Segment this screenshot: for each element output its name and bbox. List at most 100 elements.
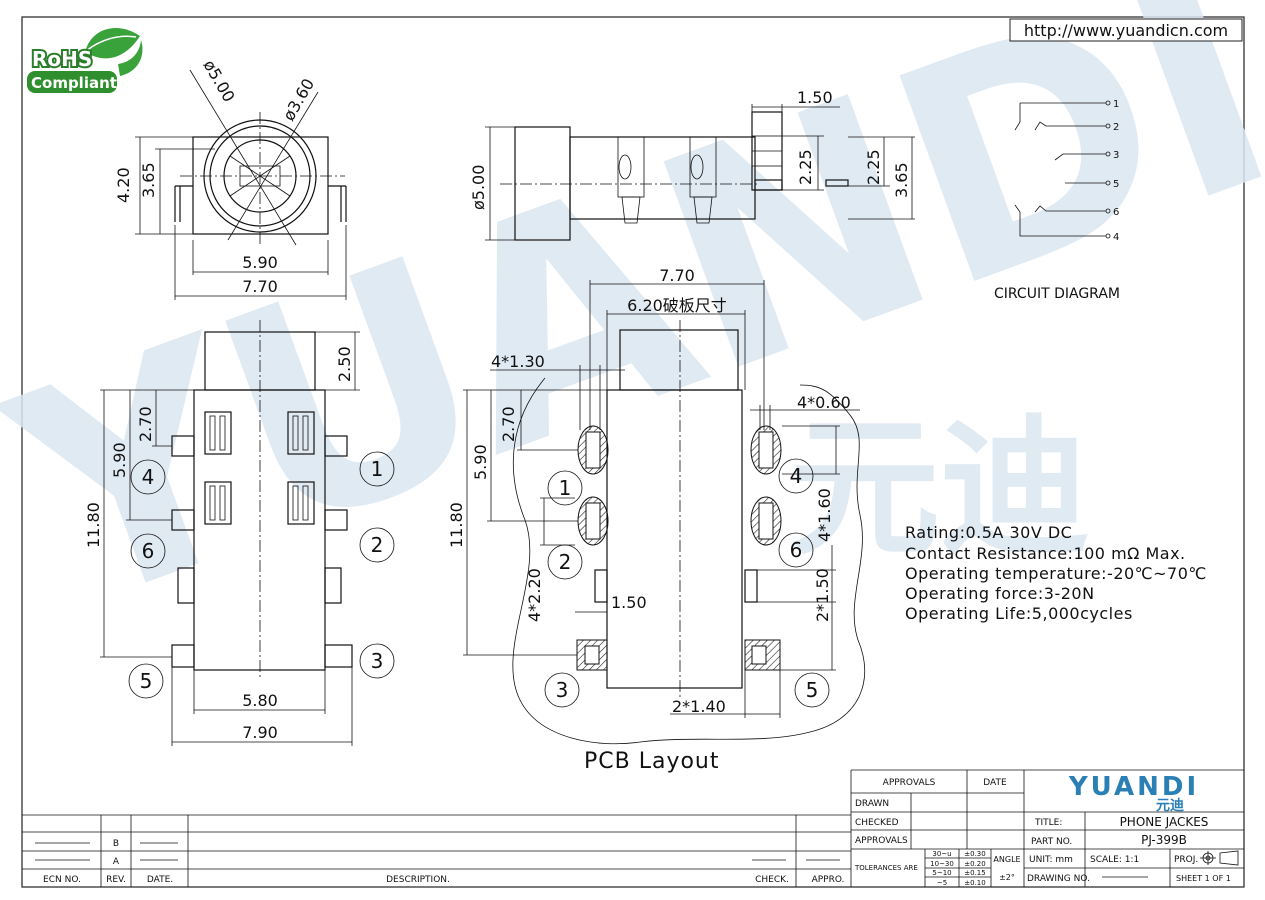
circuit-pin-3: 3 <box>1113 150 1119 161</box>
pcb-dim-11-80: 11.80 <box>447 502 466 548</box>
tb-tol-range-3: 5~10 <box>932 869 951 877</box>
pcb-dim-4x0-60: 4*0.60 <box>797 393 851 412</box>
circuit-pin-6: 6 <box>1113 207 1119 218</box>
pcb-dim-5-90: 5.90 <box>471 444 490 480</box>
tb-checked: CHECKED <box>855 818 899 828</box>
pcb-dim-7-70: 7.70 <box>659 266 695 285</box>
tb-tolerances: TOLERANCES ARE <box>854 864 918 872</box>
header-check: CHECK. <box>755 875 789 885</box>
tb-proj: PROJ. <box>1174 855 1198 865</box>
front-view <box>135 69 347 300</box>
dim-phi-5-00: ø5.00 <box>200 57 239 106</box>
pin-label-6: 6 <box>142 539 155 563</box>
header-appro: APPRO. <box>812 875 845 885</box>
revision-table <box>22 770 852 887</box>
pcb-pin-label-4: 4 <box>790 464 803 488</box>
pcb-dim-4x2-20: 4*2.20 <box>525 568 544 622</box>
tb-tol-range-1: 30~u <box>932 850 951 858</box>
dim-phi-5-00-side: ø5.00 <box>469 165 488 210</box>
dim-2-50: 2.50 <box>335 346 354 382</box>
pcb-layout <box>463 280 866 745</box>
dim-7-70: 7.70 <box>242 277 278 296</box>
pcb-pin-label-2: 2 <box>559 550 572 574</box>
rohs-leaf-icon <box>85 28 140 59</box>
tb-drawn: DRAWN <box>855 799 889 809</box>
header-date: DATE. <box>147 875 173 885</box>
side-view <box>485 104 915 241</box>
dim-3-65-side: 3.65 <box>892 162 911 198</box>
dim-5-90-bottom: 5.90 <box>110 442 129 478</box>
pcb-dim-4x1-60: 4*1.60 <box>815 488 834 542</box>
tb-drawing-no: DRAWING NO. <box>1027 874 1090 884</box>
spec-operating-life: Operating Life:5,000cycles <box>905 604 1133 623</box>
tb-part-value: PJ-399B <box>1141 833 1187 847</box>
url-box <box>1009 18 1243 42</box>
tb-tol-value-1: ±0.30 <box>964 850 985 858</box>
bottom-view <box>100 320 395 746</box>
header-rev: REV. <box>106 875 126 885</box>
url-text[interactable]: http://www.yuandicn.com <box>1024 21 1228 40</box>
rev-b: B <box>113 839 119 849</box>
projection-symbol-icon <box>1200 850 1239 866</box>
pcb-dim-6-20: 6.20破板尺寸 <box>627 296 727 315</box>
dim-11-80: 11.80 <box>84 502 103 548</box>
tb-part-key: PART NO. <box>1031 837 1072 847</box>
tb-sheet: SHEET 1 OF 1 <box>1176 874 1231 883</box>
tb-scale: SCALE: 1:1 <box>1090 855 1139 865</box>
pin-label-2: 2 <box>371 533 384 557</box>
tb-title-key: TITLE: <box>1034 818 1062 828</box>
dim-5-80: 5.80 <box>242 691 278 710</box>
rohs-logo: RoHS Compliant <box>27 28 143 93</box>
dim-4-20: 4.20 <box>114 167 133 203</box>
pcb-pin-label-3: 3 <box>556 678 569 702</box>
pcb-dim-2x1-40: 2*1.40 <box>672 697 726 716</box>
dim-7-90: 7.90 <box>242 723 278 742</box>
circuit-pin-1: 1 <box>1113 99 1119 110</box>
tb-tol-value-3: ±0.15 <box>964 869 985 877</box>
pin-label-5: 5 <box>140 669 153 693</box>
dim-2-25-b: 2.25 <box>864 149 883 185</box>
rohs-text: RoHS <box>32 47 92 71</box>
tb-angle: ANGLE <box>993 855 1020 864</box>
circuit-pin-2: 2 <box>1113 122 1119 133</box>
spec-operating-force: Operating force:3-20N <box>905 584 1095 603</box>
header-description: DESCRIPTION. <box>386 875 450 885</box>
pcb-dim-4x1-30: 4*1.30 <box>491 352 545 371</box>
circuit-diagram <box>1014 100 1111 239</box>
dim-5-90: 5.90 <box>242 253 278 272</box>
rohs-compliant-text: Compliant <box>31 74 117 92</box>
dim-1-50: 1.50 <box>797 88 833 107</box>
dim-3-65: 3.65 <box>139 162 158 198</box>
tb-tol-range-4: ~5 <box>937 879 947 887</box>
dim-phi-3-60: ø3.60 <box>279 75 318 124</box>
circuit-pin-4: 4 <box>1113 232 1119 243</box>
tb-tol-value-4: ±0.10 <box>964 879 985 887</box>
circuit-diagram-label: CIRCUIT DIAGRAM <box>994 286 1120 302</box>
pin-label-4: 4 <box>142 465 155 489</box>
tb-approvals2: APPROVALS <box>855 836 908 846</box>
rev-a: A <box>113 857 120 867</box>
tb-unit: UNIT: mm <box>1029 855 1073 865</box>
title-block <box>851 769 1244 887</box>
tb-logo: YUANDI <box>1068 772 1199 802</box>
pcb-pin-label-5: 5 <box>806 678 819 702</box>
pin-label-3: 3 <box>371 649 384 673</box>
pcb-dim-1-50: 1.50 <box>611 593 647 612</box>
dim-2-70: 2.70 <box>136 406 155 442</box>
pcb-pin-label-6: 6 <box>790 538 803 562</box>
spec-contact-resistance: Contact Resistance:100 mΩ Max. <box>905 544 1186 563</box>
spec-rating: Rating:0.5A 30V DC <box>905 523 1072 542</box>
tb-approvals: APPROVALS <box>883 778 936 788</box>
tb-tol-range-2: 10~30 <box>930 860 954 868</box>
circuit-pin-5: 5 <box>1113 179 1119 190</box>
dim-2-25-a: 2.25 <box>796 149 815 185</box>
tb-tol-value-2: ±0.20 <box>964 860 985 868</box>
drawing-border <box>21 16 1245 888</box>
rohs-swoosh-icon <box>118 40 143 76</box>
header-ecn: ECN NO. <box>43 875 81 885</box>
tb-title-value: PHONE JACKES <box>1120 815 1209 829</box>
pcb-layout-label: PCB Layout <box>584 749 720 774</box>
watermark-cjk: 元迪 <box>790 402 1090 576</box>
pcb-dim-2x1-50: 2*1.50 <box>813 568 832 622</box>
